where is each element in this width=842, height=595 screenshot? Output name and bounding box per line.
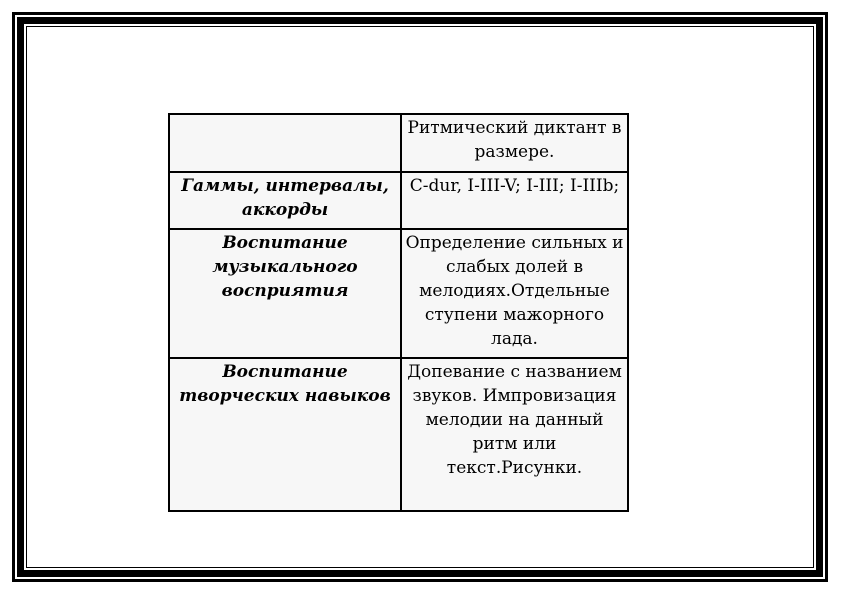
- frame-inner-border: [26, 26, 814, 568]
- table-cell-topic: Воспитание музыкального восприятия: [168, 228, 402, 359]
- table-row: Гаммы, интервалы, аккорды C-dur, I-III-V…: [168, 171, 629, 230]
- table-row: Ритмический диктант в размере.: [168, 113, 629, 173]
- table-row: Воспитание творческих навыков Допевание …: [168, 357, 629, 512]
- table-cell-topic: Гаммы, интервалы, аккорды: [168, 171, 402, 230]
- table-cell-description: Определение сильных и слабых долей в мел…: [400, 228, 629, 359]
- frame-outer-border: [12, 12, 828, 582]
- table-cell-description: C-dur, I-III-V; I-III; I-IIIb;: [400, 171, 629, 230]
- table-cell-description: Допевание с названием звуков. Импровизац…: [400, 357, 629, 512]
- table-row: Воспитание музыкального восприятия Опред…: [168, 228, 629, 359]
- table-cell-topic: [168, 113, 402, 173]
- frame-thick-border: [17, 17, 823, 577]
- table-cell-description: Ритмический диктант в размере.: [400, 113, 629, 173]
- table-cell-topic: Воспитание творческих навыков: [168, 357, 402, 512]
- lesson-content-table: Ритмический диктант в размере. Гаммы, ин…: [168, 113, 629, 512]
